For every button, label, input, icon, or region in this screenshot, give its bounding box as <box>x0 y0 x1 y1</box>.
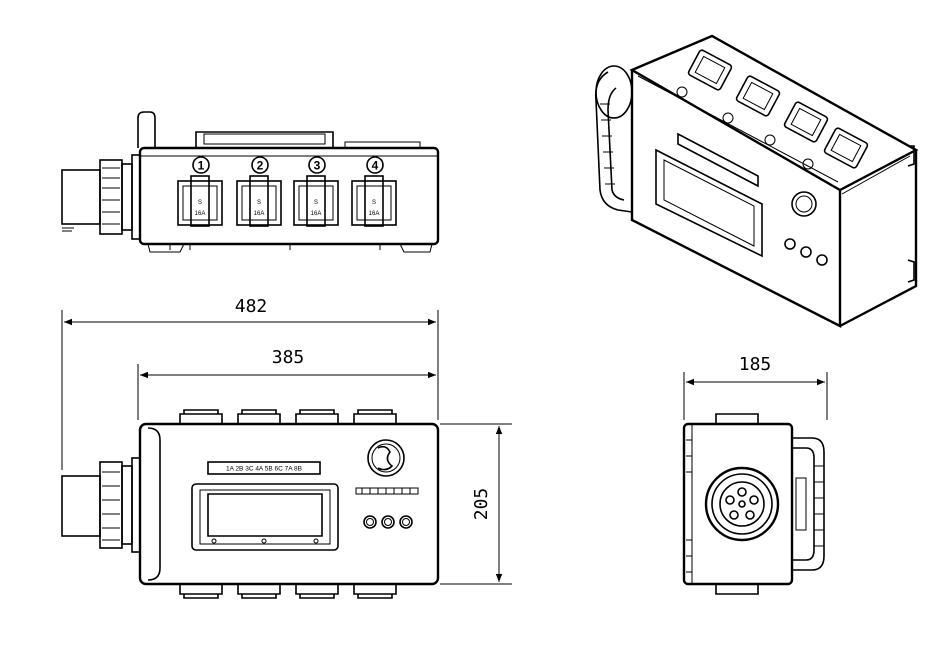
svg-text:S: S <box>314 200 318 206</box>
dim-body-width: 385 <box>272 347 305 368</box>
svg-text:16A: 16A <box>254 211 265 217</box>
logo-emblem <box>355 439 419 495</box>
socket-4: 4 S 16A <box>351 156 397 227</box>
dim-depth: 205 <box>471 488 492 521</box>
socket-2: 2 S 16A <box>236 156 282 227</box>
dim-overall-width: 482 <box>235 296 268 317</box>
svg-text:S: S <box>198 200 202 206</box>
isometric-view <box>594 34 919 328</box>
socket-number-4: 4 <box>372 159 379 173</box>
label-strip: 1A 2B 3C 4A 5B 6C 7A 8B <box>226 466 302 473</box>
socket-1: 1 S 16A <box>177 156 223 227</box>
socket-number-1: 1 <box>198 159 205 173</box>
svg-text:S: S <box>257 200 261 206</box>
svg-text:16A: 16A <box>311 211 322 217</box>
top-view: 482 385 205 1A 2B 3C 4A 5B 6C 7A 8B <box>61 296 512 599</box>
front-view: 1 S 16A 2 S 16A 3 S 16A 4 <box>61 111 440 253</box>
socket-number-2: 2 <box>257 159 264 173</box>
svg-text:16A: 16A <box>195 211 206 217</box>
dim-side-width: 185 <box>739 354 772 375</box>
svg-text:16A: 16A <box>369 211 380 217</box>
side-view: 185 <box>682 354 828 595</box>
socket-3: 3 S 16A <box>293 156 339 227</box>
svg-text:S: S <box>372 200 376 206</box>
socket-number-3: 3 <box>314 159 321 173</box>
